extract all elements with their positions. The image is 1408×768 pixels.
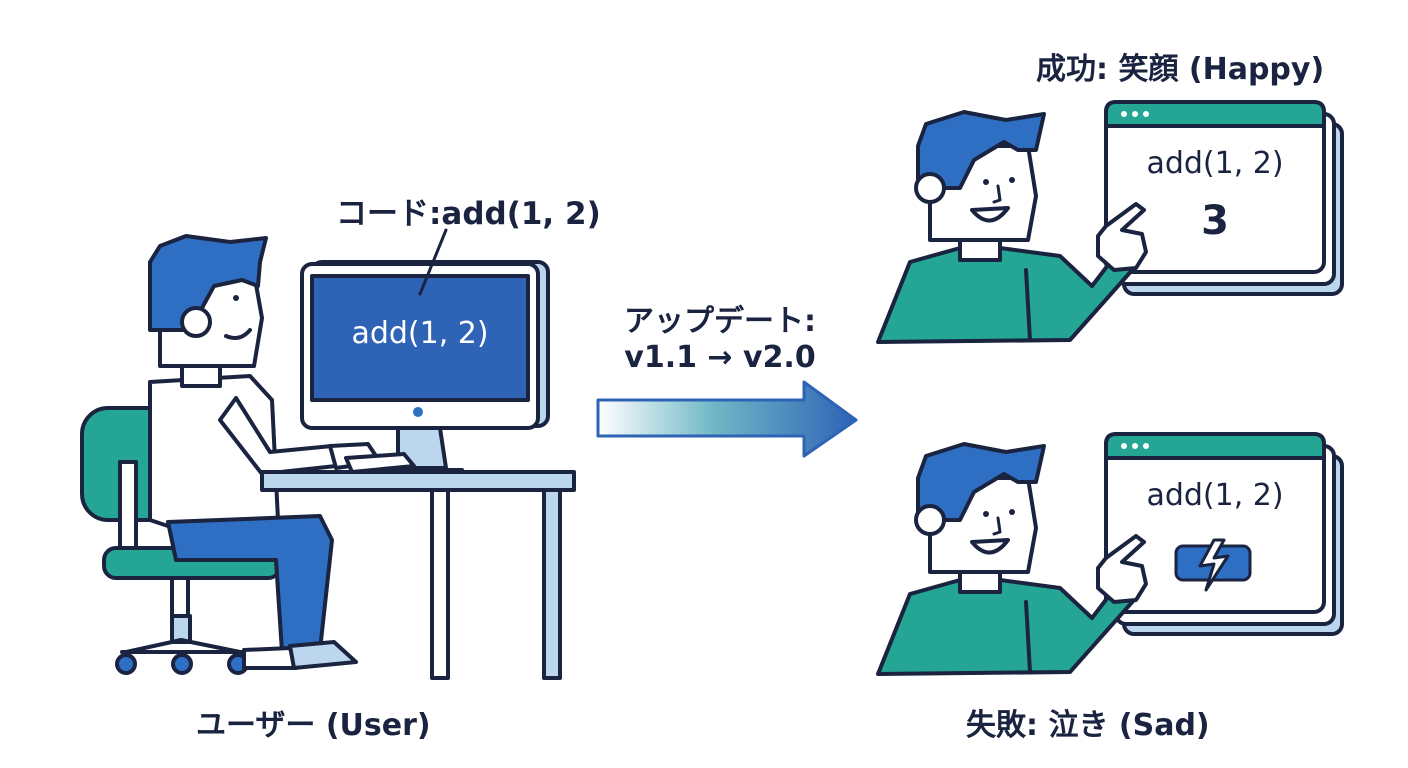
update-label-line1: アップデート: bbox=[624, 304, 816, 339]
success-pointing-hand bbox=[1096, 202, 1148, 272]
monitor-screen bbox=[310, 274, 530, 402]
code-callout-line bbox=[418, 228, 448, 296]
desk bbox=[260, 470, 576, 680]
desktop-monitor bbox=[300, 260, 550, 472]
monitor-screen-code: add(1, 2) bbox=[351, 316, 489, 351]
failure-label: 失敗: 泣き (Sad) bbox=[966, 708, 1210, 743]
success-smile bbox=[970, 206, 1010, 223]
update-arrow bbox=[596, 380, 858, 458]
failure-scenario bbox=[876, 432, 1344, 676]
failure-pointing-hand bbox=[1096, 534, 1148, 604]
code-callout-label: コード:add(1, 2) bbox=[336, 196, 601, 232]
keyboard bbox=[344, 452, 416, 474]
update-label-line2: v1.1 → v2.0 bbox=[624, 340, 816, 375]
success-label: 成功: 笑顔 (Happy) bbox=[1036, 52, 1325, 87]
failure-person-body bbox=[876, 578, 1136, 676]
failure-window-titlebar bbox=[1104, 432, 1326, 460]
success-result: 3 bbox=[1201, 198, 1229, 244]
user-at-desk-illustration bbox=[80, 228, 576, 680]
broken-battery-lightning-icon bbox=[1174, 538, 1252, 592]
failure-mouth bbox=[970, 538, 1010, 555]
success-window-code: add(1, 2) bbox=[1146, 146, 1284, 181]
success-person-body bbox=[876, 246, 1136, 344]
failure-window-code: add(1, 2) bbox=[1146, 478, 1284, 513]
success-window-titlebar bbox=[1104, 100, 1326, 128]
user-legs bbox=[166, 514, 334, 654]
success-scenario bbox=[876, 100, 1344, 344]
user-label: ユーザー (User) bbox=[196, 708, 431, 743]
